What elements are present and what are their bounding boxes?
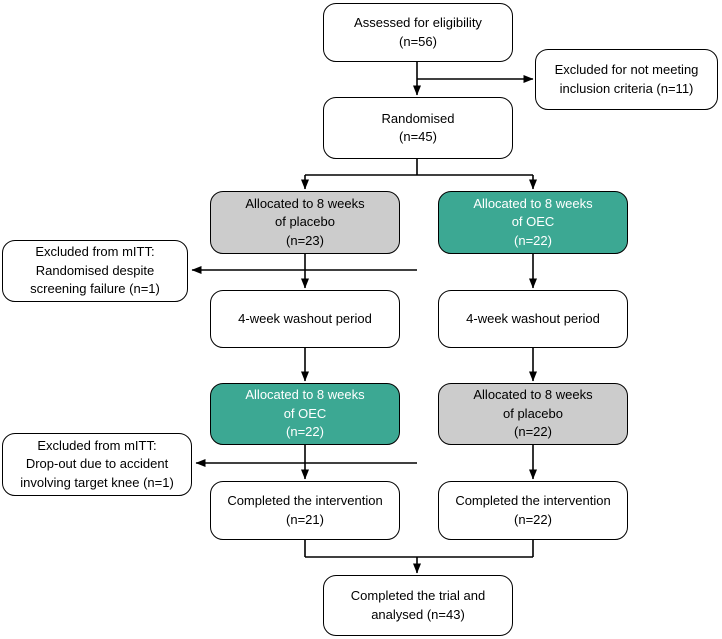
node-allocated-placebo-second: Allocated to 8 weeks of placebo (n=22) (438, 383, 628, 445)
node-text: Completed the intervention (455, 493, 611, 509)
node-completed-intervention-right: Completed the intervention (n=22) (438, 481, 628, 540)
node-count: (n=45) (399, 129, 437, 144)
node-text: 4-week washout period (238, 310, 372, 326)
node-washout-right: 4-week washout period (438, 290, 628, 348)
node-excluded-inclusion-criteria: Excluded for not meeting inclusion crite… (535, 49, 718, 110)
node-count: (n=21) (286, 511, 324, 527)
node-count: screening failure (n=1) (30, 281, 160, 297)
node-text: Randomised despite (35, 262, 155, 278)
node-excluded-mitt-screening-failure: Excluded from mITT: Randomised despite s… (2, 240, 188, 302)
node-completed-trial-analysed: Completed the trial and analysed (n=43) (323, 575, 513, 636)
node-text: Allocated to 8 weeks (245, 195, 365, 211)
node-text: Allocated to 8 weeks (473, 195, 593, 211)
node-text: Randomised (381, 110, 455, 126)
node-text: Completed the intervention (227, 493, 383, 509)
node-count: (n=22) (514, 232, 552, 248)
node-count: (n=22) (514, 511, 552, 527)
node-randomised: Randomised (n=45) (323, 97, 513, 159)
node-text: Excluded for not meeting (554, 62, 699, 78)
node-count: (n=22) (514, 424, 552, 440)
node-text: of placebo (503, 405, 563, 421)
node-count: inclusion criteria (n=11) (559, 80, 694, 96)
node-allocated-oec-second: Allocated to 8 weeks of OEC (n=22) (210, 383, 400, 445)
node-text: of OEC (511, 214, 555, 230)
node-text: Allocated to 8 weeks (245, 387, 365, 403)
node-count: (n=22) (286, 424, 324, 440)
node-count: analysed (n=43) (371, 606, 465, 622)
node-text: Excluded from mITT: (37, 437, 157, 453)
node-text: Drop-out due to accident (25, 456, 169, 472)
node-allocated-oec-first: Allocated to 8 weeks of OEC (n=22) (438, 191, 628, 254)
node-count: involving target knee (n=1) (20, 474, 174, 490)
node-washout-left: 4-week washout period (210, 290, 400, 348)
node-allocated-placebo-first: Allocated to 8 weeks of placebo (n=23) (210, 191, 400, 254)
node-assessed-for-eligibility: Assessed for eligibility (n=56) (323, 3, 513, 62)
node-count: (n=23) (286, 232, 324, 248)
node-text: of OEC (283, 405, 327, 421)
node-text: Allocated to 8 weeks (473, 387, 593, 403)
node-completed-intervention-left: Completed the intervention (n=21) (210, 481, 400, 540)
node-text: Excluded from mITT: (35, 244, 155, 260)
node-count: (n=56) (399, 33, 437, 49)
node-excluded-mitt-dropout: Excluded from mITT: Drop-out due to acci… (2, 433, 192, 496)
node-text: of placebo (275, 214, 335, 230)
node-text: 4-week washout period (466, 310, 600, 326)
node-text: Assessed for eligibility (354, 15, 482, 31)
node-text: Completed the trial and (350, 588, 486, 604)
